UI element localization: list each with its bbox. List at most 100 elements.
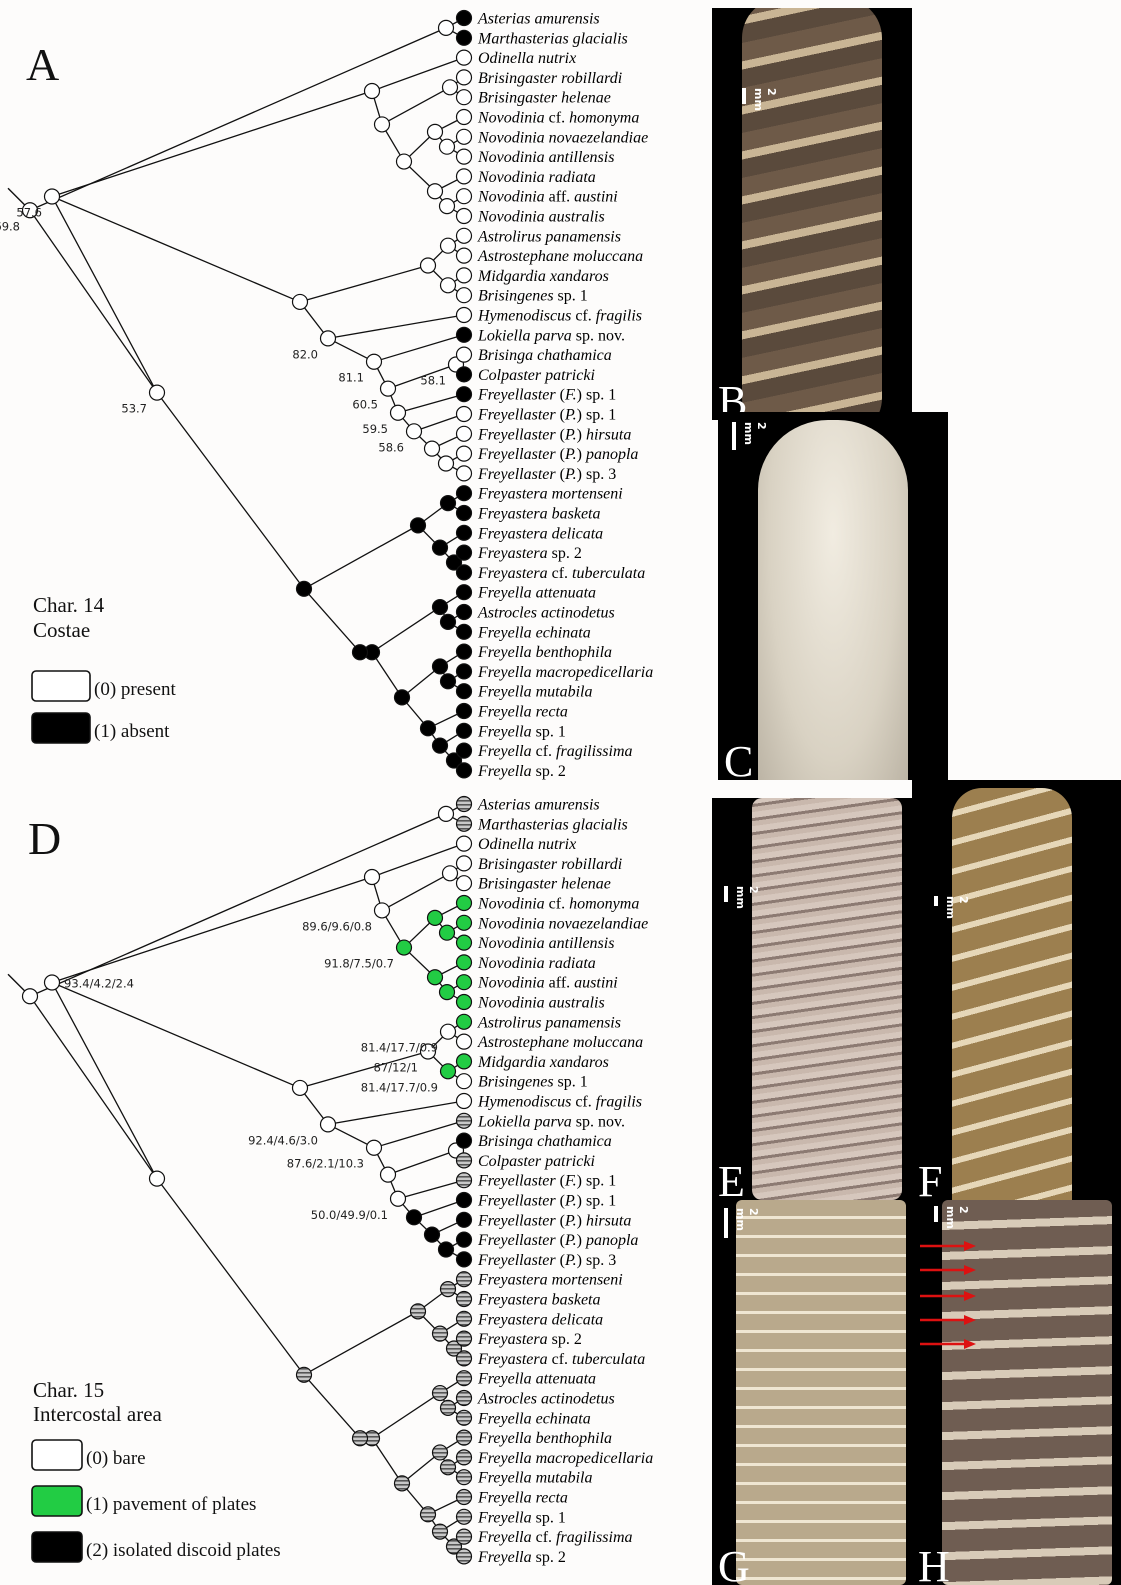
support-value-label: 57.6 [16, 205, 42, 219]
photo-b: 2 mm B [712, 8, 912, 420]
internal-node-marker [441, 278, 456, 293]
arrow-group-h [912, 1200, 1121, 1585]
support-value-label: 87/12/1 [374, 1061, 418, 1075]
legend-label: (1) pavement of plates [86, 1494, 256, 1515]
taxon-label: Freyella echinata [477, 1410, 591, 1427]
tip-state-marker [457, 1450, 472, 1465]
internal-node-marker [293, 1080, 308, 1095]
arm-image-e [752, 798, 902, 1200]
taxon-label: Freyella mutabila [477, 684, 593, 701]
tip-state-marker [457, 1193, 472, 1208]
taxon-label: Astrolirus panamensis [477, 228, 621, 245]
support-value-label: 91.8/7.5/0.7 [324, 957, 394, 971]
tip-state-marker [457, 1490, 472, 1505]
tip-state-marker [457, 248, 472, 263]
tree-branch [328, 315, 464, 338]
tree-branch [328, 1101, 464, 1124]
support-value-label: 69.8 [0, 219, 20, 233]
tip-state-marker [457, 486, 472, 501]
tip-state-marker [457, 1292, 472, 1307]
internal-node-marker [433, 1386, 448, 1401]
internal-node-marker [433, 600, 448, 615]
taxon-label: Brisingaster robillardi [478, 70, 622, 87]
internal-node-marker [433, 738, 448, 753]
internal-node-marker [421, 258, 436, 273]
tip-state-marker [457, 975, 472, 990]
internal-node-marker [395, 1476, 410, 1491]
internal-node-marker [439, 20, 454, 35]
tree-branch [382, 87, 450, 124]
taxon-label: Freyella benthophila [477, 1430, 612, 1447]
internal-node-marker [407, 1210, 422, 1225]
legend-d: (0) bare(1) pavement of plates(2) isolat… [32, 1440, 281, 1562]
char-title-a: Char. 14 [33, 593, 105, 617]
taxon-label: Midgardia xandaros [477, 1054, 609, 1071]
taxon-label: Freyella echinata [477, 624, 591, 641]
tree-branch [304, 1375, 360, 1438]
taxon-label: Colpaster patricki [478, 367, 595, 384]
taxon-label: Lokiella parva sp. nov. [477, 1113, 625, 1130]
internal-node-marker [433, 659, 448, 674]
taxon-label: Freyastera delicata [477, 525, 603, 542]
photo-label-f: F [918, 1160, 942, 1200]
internal-node-marker [425, 441, 440, 456]
tree-branch [157, 1179, 304, 1375]
internal-node-marker [407, 424, 422, 439]
internal-node-marker [45, 189, 60, 204]
taxon-label: Odinella nutrix [478, 50, 576, 67]
taxon-label: Freyella cf. fragilissima [477, 743, 633, 760]
tree-branch [374, 1121, 464, 1148]
internal-node-marker [439, 456, 454, 471]
taxon-label: Freyellaster (P.) sp. 3 [477, 466, 616, 483]
photo-g: 2 mm G [712, 1200, 912, 1585]
tip-state-marker [457, 1034, 472, 1049]
internal-node-marker [433, 540, 448, 555]
arrow-head [964, 1291, 976, 1301]
internal-node-marker [397, 940, 412, 955]
internal-node-marker [321, 1117, 336, 1132]
internal-node-marker [441, 674, 456, 689]
internal-node-marker [375, 903, 390, 918]
tree-branch [52, 91, 372, 196]
legend-swatch [32, 1486, 82, 1516]
internal-node-marker [440, 985, 455, 1000]
internal-node-marker [441, 1460, 456, 1475]
internal-node-marker [395, 690, 410, 705]
tip-state-marker [457, 149, 472, 164]
taxon-label: Freyellaster (F.) sp. 1 [477, 387, 616, 404]
tree-branch [30, 210, 157, 392]
taxon-label: Freyella sp. 2 [477, 763, 566, 780]
taxon-label: Freyella attenuata [477, 585, 596, 602]
taxon-label: Brisingenes sp. 1 [478, 288, 588, 305]
tip-state-marker [457, 836, 472, 851]
tip-state-marker [457, 1014, 472, 1029]
taxon-label: Brisinga chathamica [478, 347, 612, 364]
tip-state-marker [457, 1529, 472, 1544]
tip-state-marker [457, 347, 472, 362]
internal-node-marker [428, 184, 443, 199]
taxon-label: Novodinia aff. austini [477, 189, 618, 206]
internal-node-marker [421, 1507, 436, 1522]
tree-branch [382, 873, 450, 910]
internal-node-marker [443, 80, 458, 95]
support-value-label: 60.5 [352, 398, 378, 412]
tip-state-marker [457, 743, 472, 758]
tip-state-marker [457, 1410, 472, 1425]
taxon-label: Freyastera sp. 2 [477, 545, 582, 562]
tip-state-marker [457, 915, 472, 930]
tip-state-marker [457, 525, 472, 540]
tree-branch [157, 393, 304, 589]
legend-a: (0) present(1) absent [32, 671, 176, 743]
tip-state-marker [457, 268, 472, 283]
internal-node-marker [439, 1242, 454, 1257]
taxon-label: Novodinia radiata [477, 169, 596, 186]
tip-state-marker [457, 1272, 472, 1287]
internal-node-marker [441, 1024, 456, 1039]
tip-state-marker [457, 545, 472, 560]
support-value-label: 59.5 [362, 422, 388, 436]
legend-label: (2) isolated discoid plates [86, 1540, 281, 1561]
internal-node-marker [441, 1282, 456, 1297]
tree-branch [372, 607, 440, 652]
internal-node-marker [367, 354, 382, 369]
taxon-label: Novodinia australis [477, 209, 605, 226]
